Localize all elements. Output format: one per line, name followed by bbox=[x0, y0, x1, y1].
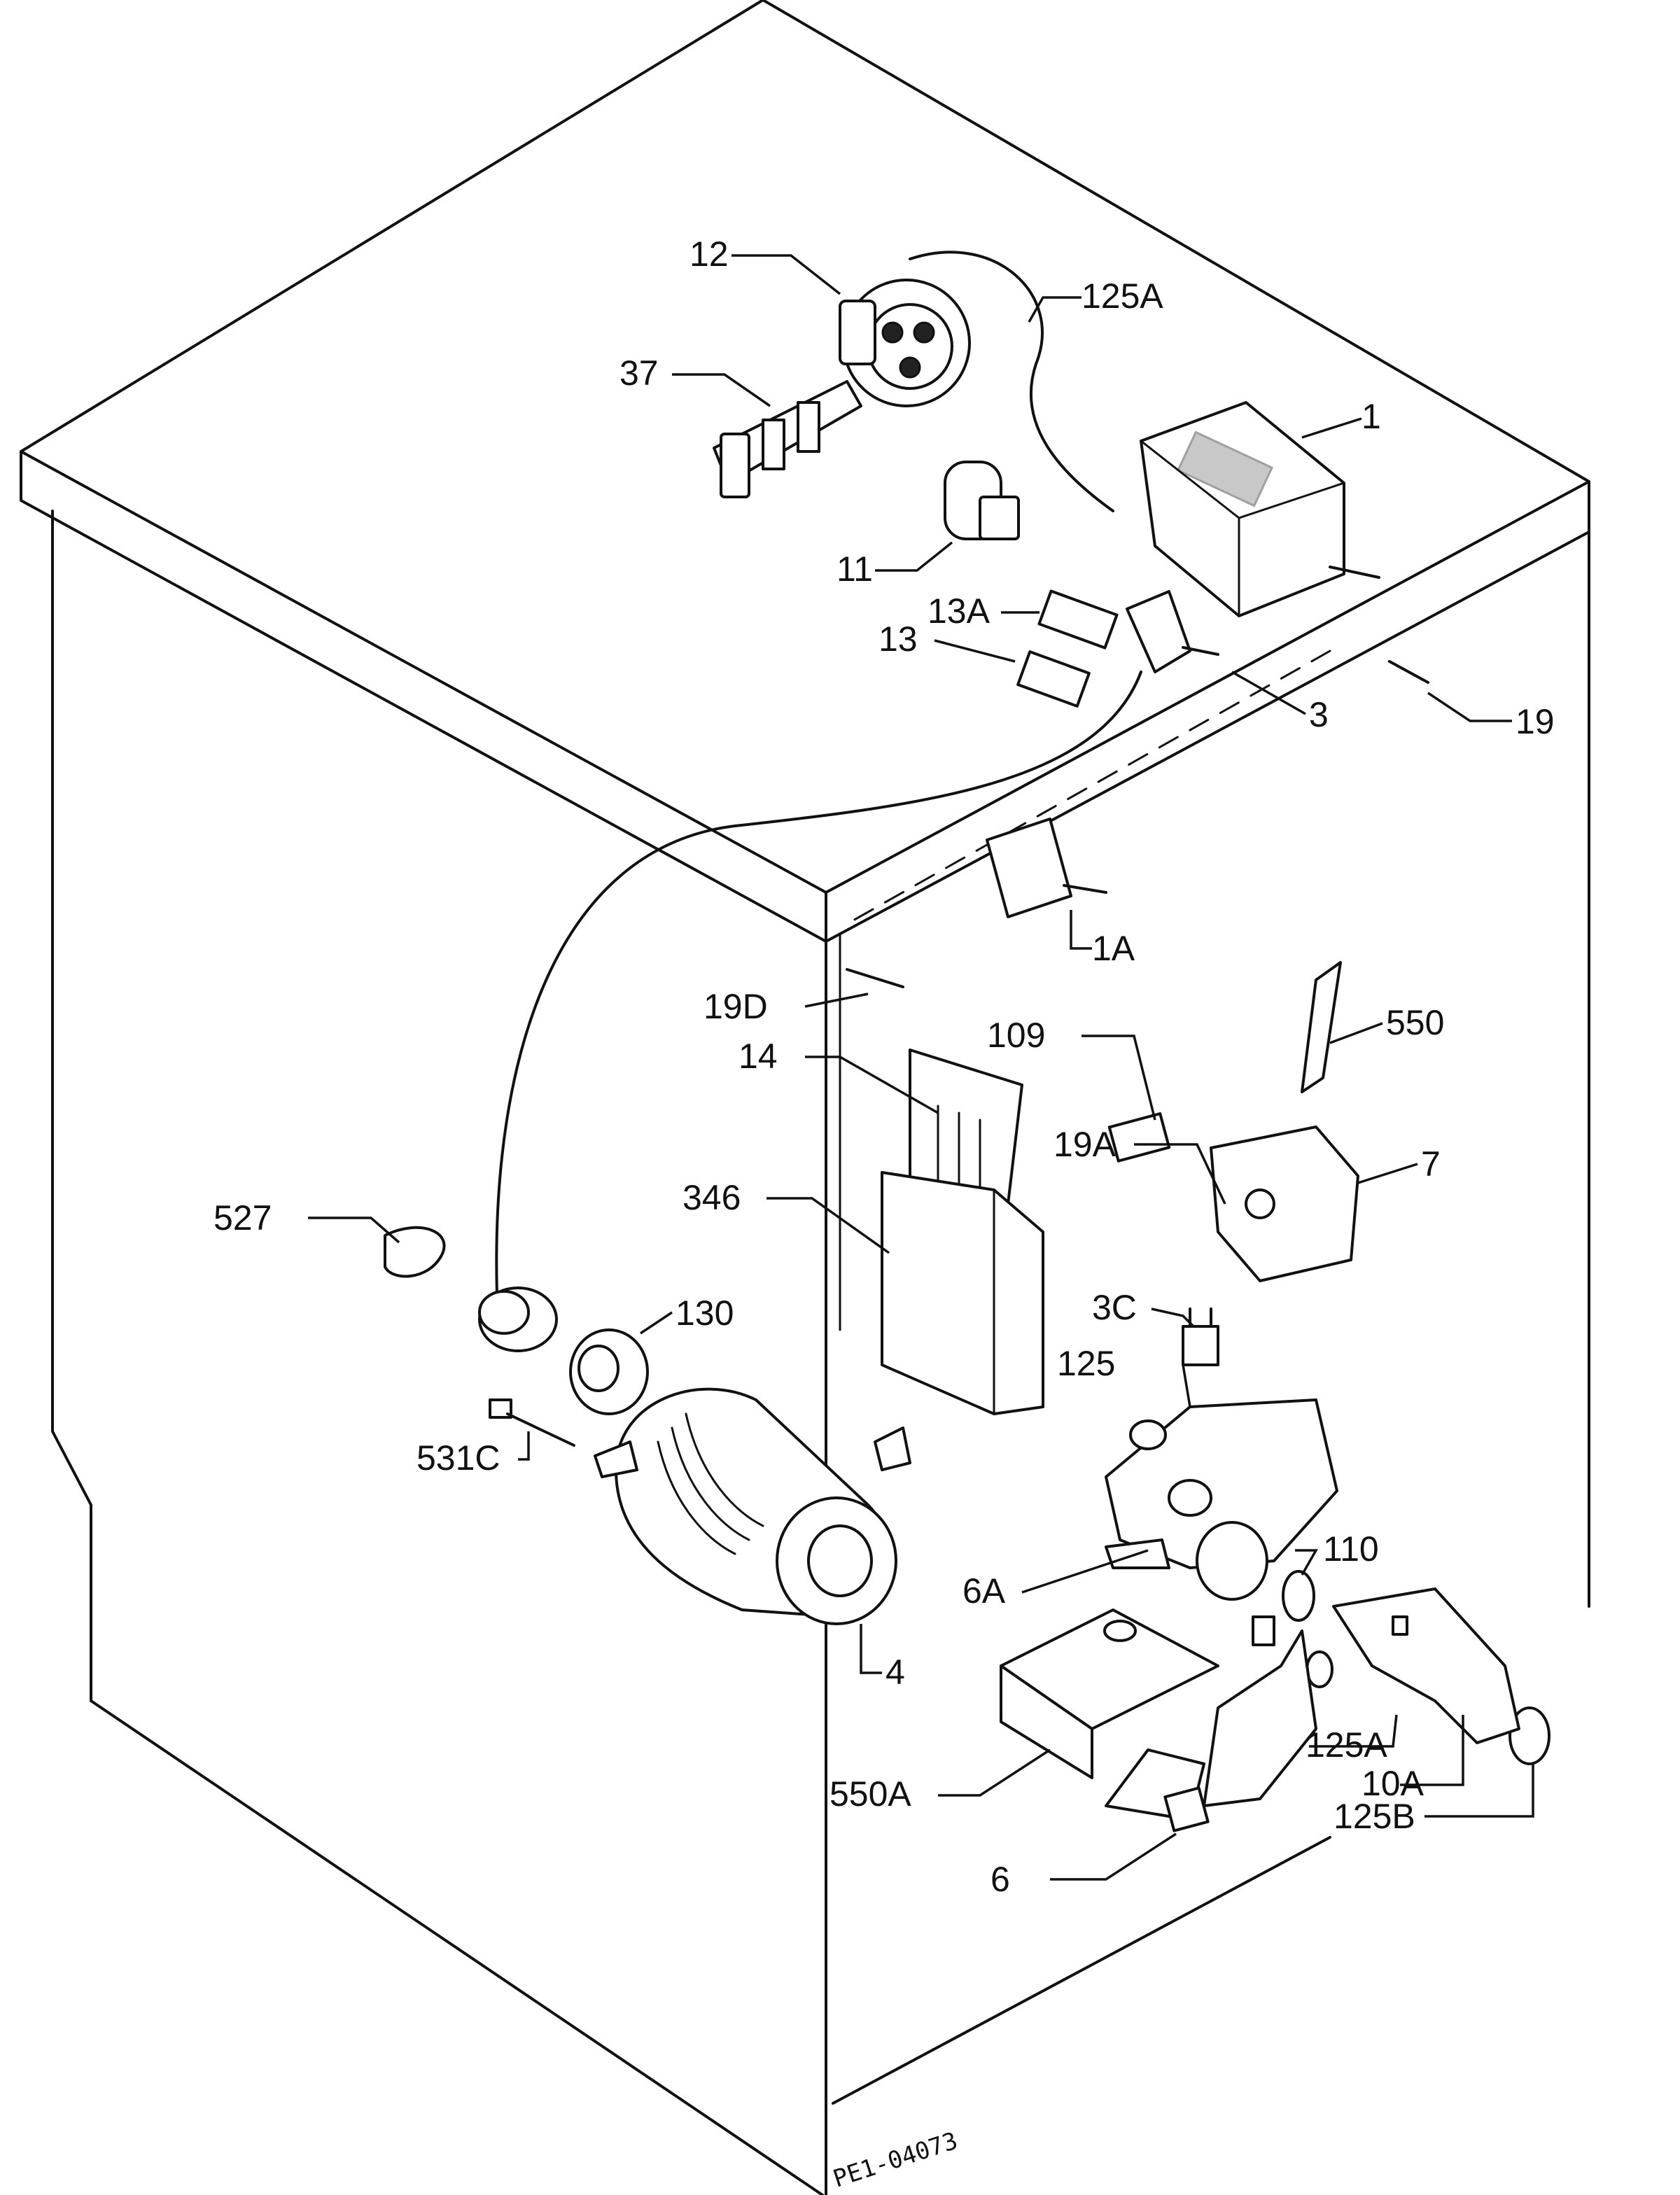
door-lock bbox=[1210, 961, 1359, 1282]
wiring-cable bbox=[495, 671, 1142, 1296]
label-3c: 3C bbox=[1092, 1288, 1137, 1327]
drain-pump bbox=[1105, 1615, 1317, 1832]
label-125a-top: 110 bbox=[1323, 1529, 1379, 1569]
hose-connector-10a bbox=[1332, 1587, 1520, 1744]
pressure-hose bbox=[909, 251, 1114, 512]
label-125b: 125A bbox=[1306, 1725, 1387, 1765]
dispenser bbox=[881, 1049, 1044, 1415]
label-3: 3 bbox=[1309, 695, 1329, 734]
label-550a: 550A bbox=[830, 1774, 911, 1814]
label-1a: 1A bbox=[1092, 929, 1135, 968]
label-1: 1 bbox=[1362, 397, 1381, 436]
label-13: 13 bbox=[878, 619, 918, 659]
label-531c: 531C bbox=[416, 1438, 500, 1478]
cabinet-outline bbox=[20, 0, 1590, 2195]
label-19d: 19D bbox=[704, 987, 768, 1026]
motor bbox=[594, 1387, 911, 1625]
seal-rings bbox=[1282, 1570, 1550, 1765]
catch-109 bbox=[1107, 1112, 1171, 1163]
label-13a: 13A bbox=[927, 591, 990, 631]
pressure-switch bbox=[839, 279, 971, 407]
label-125: 125 bbox=[1057, 1344, 1115, 1383]
label-550: 550 bbox=[1386, 1003, 1444, 1042]
label-7: 7 bbox=[1421, 1144, 1441, 1184]
label-6a: 6A bbox=[962, 1571, 1006, 1611]
label-14: 14 bbox=[738, 1037, 778, 1076]
label-125a-bottom: 125B bbox=[1334, 1797, 1415, 1836]
label-19: 19 bbox=[1516, 702, 1555, 741]
connectors bbox=[1016, 589, 1119, 708]
capacitor bbox=[944, 461, 1020, 540]
drawing-code: PE1-04073 bbox=[830, 2127, 961, 2194]
label-11: 11 bbox=[836, 549, 873, 589]
terminal-block bbox=[713, 380, 862, 498]
label-110: 125A bbox=[1082, 276, 1163, 316]
label-527: 527 bbox=[214, 1198, 272, 1237]
callout-labels: 12 125A 37 1 11 13A 13 3 19 1A 19D 14 10… bbox=[214, 234, 1555, 1899]
pump-assembly bbox=[1105, 1398, 1338, 1601]
label-19a: 19A bbox=[1054, 1125, 1116, 1164]
screw-531c bbox=[489, 1398, 575, 1447]
label-10a: 10A bbox=[1362, 1764, 1424, 1803]
selector-switch bbox=[1126, 590, 1219, 673]
label-4: 4 bbox=[886, 1653, 905, 1692]
label-130: 130 bbox=[676, 1293, 734, 1333]
label-12: 12 bbox=[690, 234, 729, 274]
label-6: 6 bbox=[990, 1860, 1010, 1899]
bush-130 bbox=[569, 1328, 649, 1415]
label-346: 346 bbox=[682, 1178, 741, 1217]
programme-timer bbox=[1140, 401, 1380, 617]
leader-lines bbox=[308, 254, 1534, 1881]
label-109: 109 bbox=[987, 1016, 1045, 1055]
label-37: 37 bbox=[620, 353, 659, 393]
clip-527 bbox=[384, 1226, 446, 1278]
switch-1a bbox=[986, 818, 1107, 918]
cover-550a bbox=[1000, 1608, 1219, 1779]
grommet bbox=[478, 1286, 558, 1352]
